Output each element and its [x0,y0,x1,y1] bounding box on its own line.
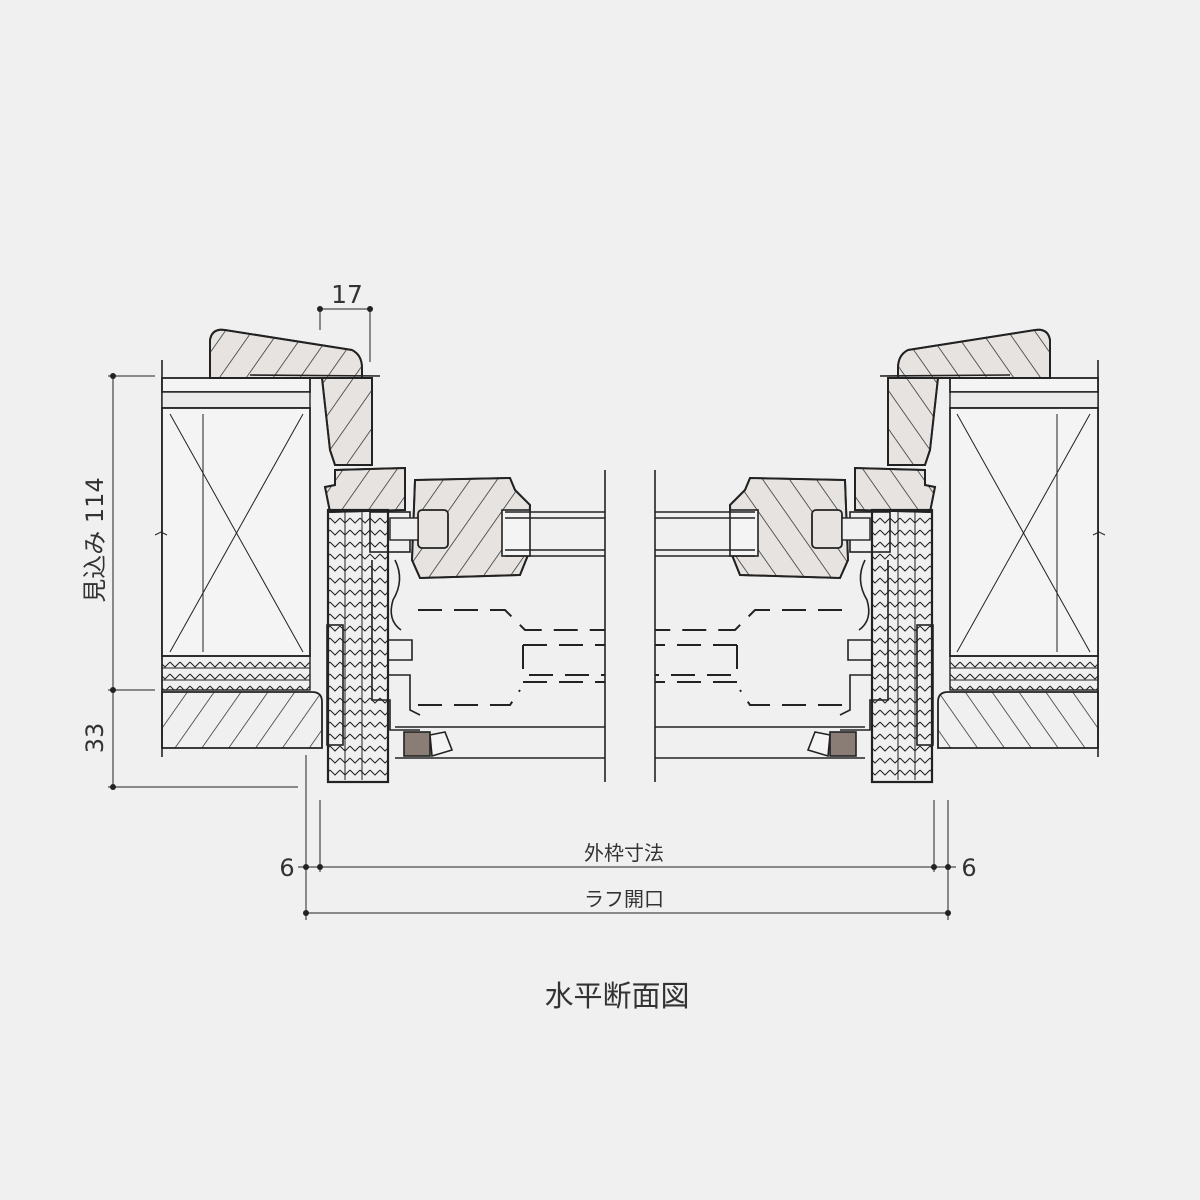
rough-opening-label: ラフ開口 [584,887,664,911]
right-clearance-label: 6 [961,854,976,882]
dimension-17-label: 17 [331,280,363,309]
outer-frame-size-label: 外枠寸法 [584,841,664,865]
depth-114-label: 見込み 114 [81,477,109,602]
depth-dimension [108,373,298,790]
drawing-title: 水平断面図 [544,979,689,1013]
depth-33-label: 33 [81,723,109,754]
left-clearance-label: 6 [279,854,294,882]
dimension-17 [317,306,373,362]
right-jamb-section [653,328,1107,784]
left-jamb-section [153,328,607,784]
width-dimensions [298,755,956,920]
